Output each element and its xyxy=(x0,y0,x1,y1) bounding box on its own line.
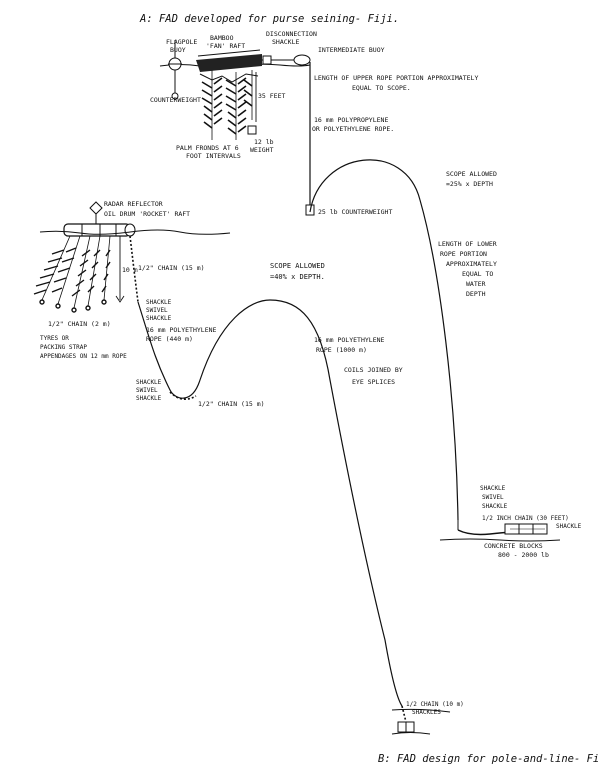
tyres-label: TYRES OR PACKING STRAP APPENDAGES ON 12 … xyxy=(40,335,127,360)
flagpole-buoy-icon xyxy=(168,40,182,100)
main-rope-b xyxy=(137,299,403,707)
diagram-a: FLAGPOLE BUOY BAMBOO 'FAN' RAFT DISCONNE… xyxy=(150,30,582,559)
intermediate-buoy-label: INTERMEDIATE BUOY xyxy=(318,46,385,54)
intermediate-buoy-icon xyxy=(293,54,311,66)
disconnection-shackle-icon xyxy=(262,55,272,65)
rope-16-upper-label: 16 mm POLYETHYLENE ROPE (440 m) xyxy=(146,326,220,343)
chain-2m-label: 1/2" CHAIN (2 m) xyxy=(48,320,111,328)
upper-rope-label: LENGTH OF UPPER ROPE PORTION APPROXIMATE… xyxy=(314,74,482,92)
weight-icon xyxy=(247,125,257,135)
palm-fronds-icon xyxy=(201,70,253,140)
flagpole-buoy-label: FLAGPOLE BUOY xyxy=(166,38,201,54)
disconnection-shackle-label: DISCONNECTION SHACKLE xyxy=(266,30,321,46)
chain-30-label: 1/2 INCH CHAIN (30 FEET) xyxy=(482,515,569,522)
radar-reflector-label: RADAR REFLECTOR xyxy=(104,200,163,208)
shackle-swivel-low-label: SHACKLE SWIVEL SHACKLE xyxy=(136,379,165,402)
oil-drum-raft-label: OIL DRUM 'ROCKET' RAFT xyxy=(104,210,190,218)
palm-fronds-label: PALM FRONDS AT 6 FOOT INTERVALS xyxy=(176,144,243,160)
weight-12-label: 12 lb WEIGHT xyxy=(250,138,278,154)
bottom-hardware-a-label: SHACKLE SWIVEL SHACKLE xyxy=(480,485,509,510)
depth-35-label: 35 FEET xyxy=(258,92,285,100)
lower-rope-a xyxy=(309,159,459,521)
chain-15-top-label: 1/2" CHAIN (15 m) xyxy=(138,264,205,272)
radar-reflector-icon xyxy=(89,201,103,224)
chain-bottom-label: 1/2 CHAIN (10 m) SHACKLES xyxy=(406,701,467,716)
counterweight-label: COUNTERWEIGHT xyxy=(150,96,201,104)
coils-label: COILS JOINED BY EYE SPLICES xyxy=(344,366,407,386)
concrete-blocks-label: CONCRETE BLOCKS 800 - 2000 lb xyxy=(484,542,549,559)
bamboo-raft-icon xyxy=(196,49,262,83)
shackle-right-label: SHACKLE xyxy=(556,523,582,530)
scope-b-label: SCOPE ALLOWED =40% x DEPTH. xyxy=(270,262,329,281)
appendages-icon xyxy=(33,235,111,313)
title-b: B: FAD design for pole-and-line- Fiji. xyxy=(378,753,598,765)
shackle-swivel-b-label: SHACKLE SWIVEL SHACKLE xyxy=(146,299,175,322)
rope-16-lower-label: 16 mm POLYETHYLENE ROPE (1000 m) xyxy=(314,336,388,354)
anchor-a xyxy=(439,520,561,542)
diagram-b: RADAR REFLECTOR OIL DRUM 'ROCKET' RAFT 1… xyxy=(33,200,467,735)
bamboo-raft-label: BAMBOO 'FAN' RAFT xyxy=(206,34,245,50)
lower-rope-label: LENGTH OF LOWER ROPE PORTION APPROXIMATE… xyxy=(438,240,501,298)
chain-15-low-label: 1/2" CHAIN (15 m) xyxy=(198,400,265,408)
title-a: A: FAD developed for purse seining- Fiji… xyxy=(139,13,399,25)
scope-a-label: SCOPE ALLOWED =25% x DEPTH xyxy=(446,170,501,188)
counterweight-25-label: 25 lb COUNTERWEIGHT xyxy=(318,208,392,216)
depth-10m-label: 10 m xyxy=(122,266,138,274)
rope-16-label: 16 mm POLYPROPYLENE OR POLYETHYLENE ROPE… xyxy=(312,116,394,133)
anchor-b xyxy=(391,705,451,735)
sea-surface-b xyxy=(39,229,231,235)
